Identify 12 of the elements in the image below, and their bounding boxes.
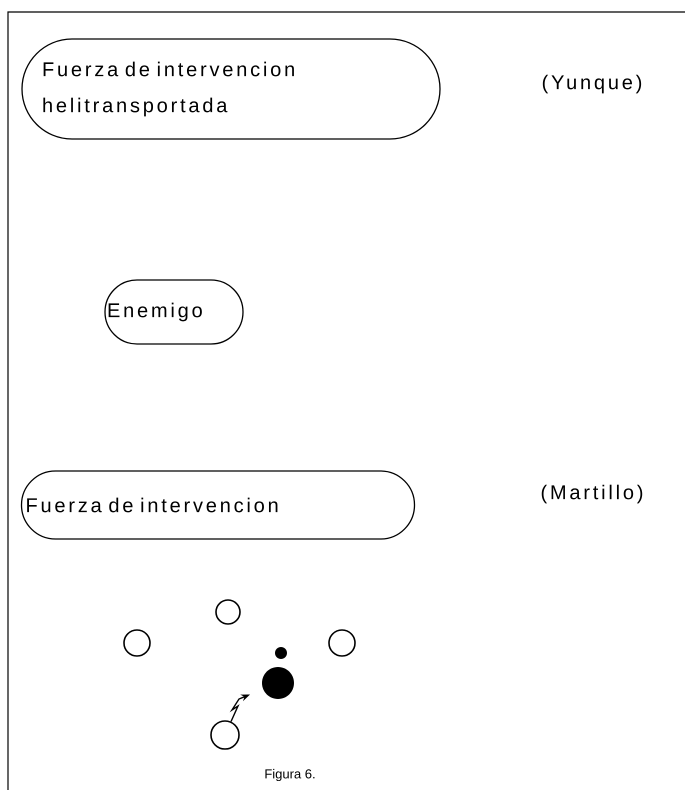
side-label: (Yunque) [542,74,642,94]
rounded-box: Fuerza de intervencion helitransportada [21,38,441,140]
dot [275,647,287,659]
rounded-box: Fuerza de intervencion [20,470,416,540]
circle [210,720,240,750]
circle [328,629,356,657]
dot [262,667,294,699]
caption: Figura 6. [265,768,314,782]
side-label: (Martillo) [542,484,642,504]
circle [215,599,241,625]
rounded-box: Enemigo [104,279,244,345]
circle [123,629,151,657]
